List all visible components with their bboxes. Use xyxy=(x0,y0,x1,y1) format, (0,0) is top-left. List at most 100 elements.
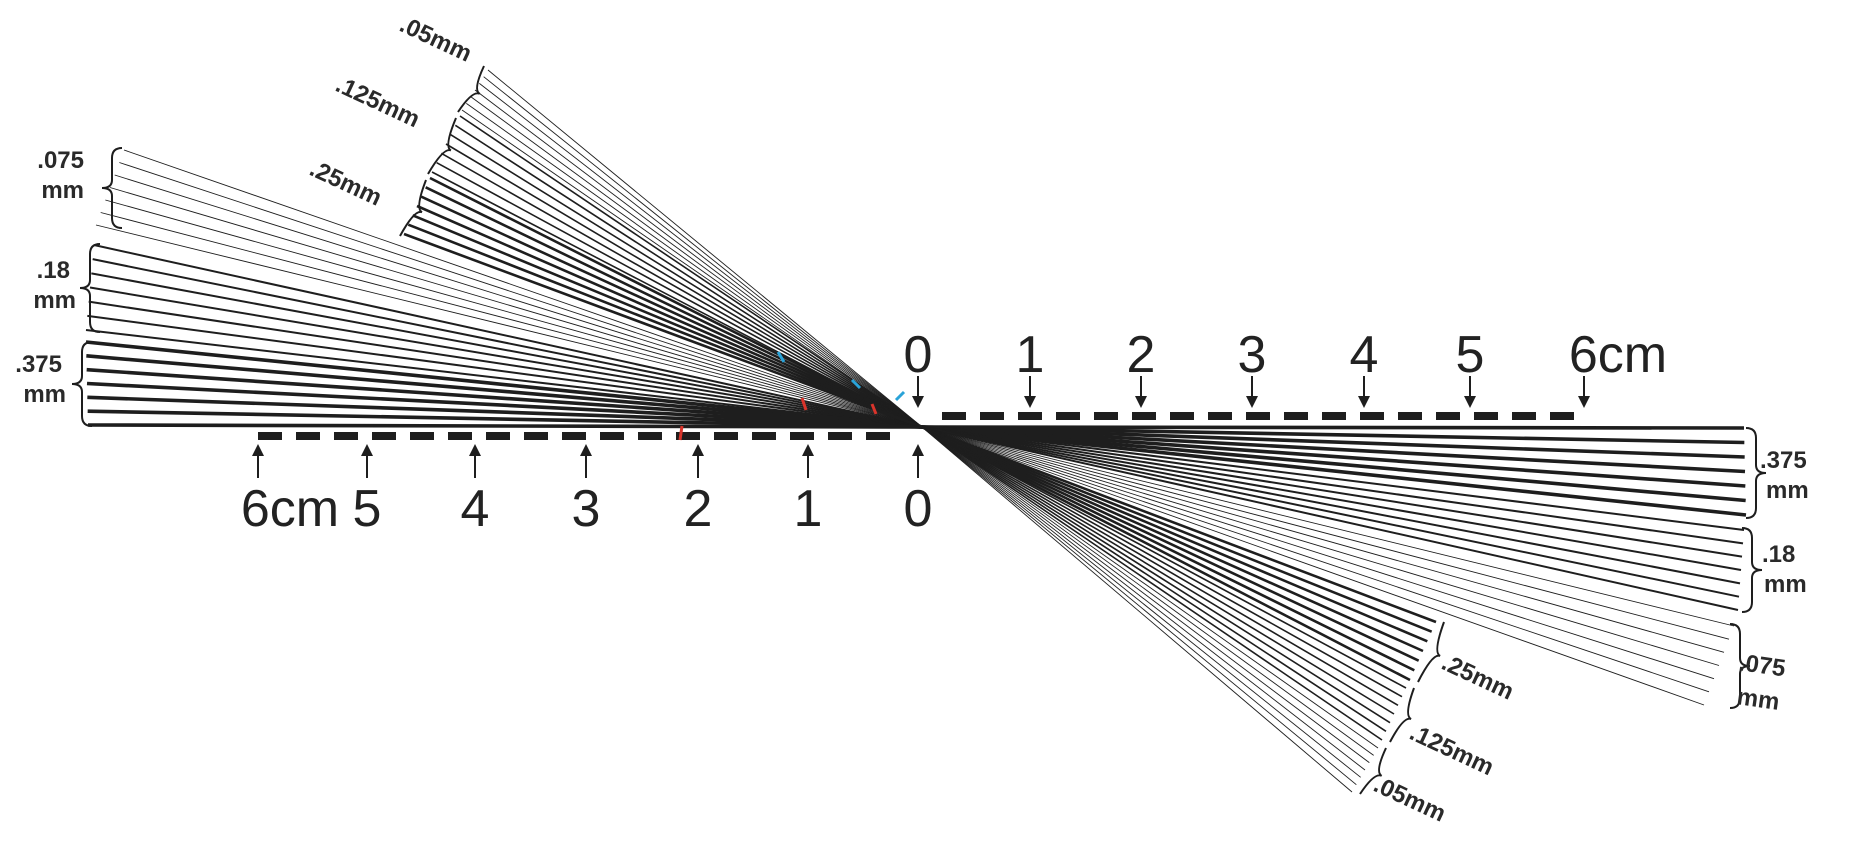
bottom-scale-label-3: 3 xyxy=(572,480,601,538)
left-horizontal-line-18 xyxy=(92,258,923,428)
right-horizontal-line-375 xyxy=(921,425,1746,503)
bottom-scale-label-0: 0 xyxy=(904,480,933,538)
top-scale-arrowhead-5 xyxy=(1464,396,1476,408)
right-group-label-075-value: .075 xyxy=(1737,649,1787,682)
left-fan-line-25mm xyxy=(416,204,923,429)
bottom-scale-arrowhead-2 xyxy=(692,444,704,456)
blue-marker-1 xyxy=(850,378,862,390)
left-fan-label-25mm: .25mm xyxy=(305,155,385,212)
right-horizontal-line-18 xyxy=(921,426,1743,558)
right-fan-line-125mm xyxy=(921,426,1387,733)
right-fan-label-25mm: .25mm xyxy=(1437,649,1517,706)
left-fan-line-05mm xyxy=(474,89,923,428)
distance-scales xyxy=(252,376,1590,478)
left-fan-line-05mm xyxy=(466,102,923,428)
left-horizontal-line-375 xyxy=(86,381,923,429)
left-fan-line-25mm xyxy=(420,195,923,429)
left-fan-brace-25mm xyxy=(399,179,427,237)
left-horizontal-line-375 xyxy=(87,409,923,429)
right-fan-line-125mm xyxy=(921,426,1407,689)
left-horizontal-line-375 xyxy=(85,340,923,429)
red-marker-0 xyxy=(678,425,684,441)
right-horizontal-line-075 xyxy=(921,426,1710,693)
right-horizontal-line-075 xyxy=(921,426,1715,680)
right-horizontal-line-375 xyxy=(921,425,1746,474)
top-scale-arrowhead-4 xyxy=(1358,396,1370,408)
left-fan-line-125mm xyxy=(440,152,923,428)
left-fan-line-25mm xyxy=(412,214,923,429)
left-fan-line-25mm xyxy=(403,232,923,429)
bottom-scale-arrowhead-4 xyxy=(469,444,481,456)
right-fan-label-125mm: .125mm xyxy=(1405,719,1497,781)
left-horizontal-line-18 xyxy=(85,329,923,428)
right-horizontal-line-375 xyxy=(921,425,1747,517)
bottom-scale-label-5: 5 xyxy=(353,480,382,538)
left-fan-line-05mm xyxy=(487,69,923,428)
right-horizontal-line-075 xyxy=(921,426,1725,653)
left-fan-line-125mm xyxy=(450,133,923,428)
right-horizontal-line-075 xyxy=(921,426,1730,640)
right-fan-line-25mm xyxy=(921,425,1428,643)
left-brace-375 xyxy=(71,341,93,427)
right-fan-line-25mm xyxy=(921,425,1411,682)
right-fan-line-125mm xyxy=(921,426,1383,741)
left-fan-label-125mm: .125mm xyxy=(331,71,423,133)
top-scale-label-2: 2 xyxy=(1127,326,1156,384)
right-horizontal-line-375 xyxy=(921,425,1745,459)
converging-lines xyxy=(85,69,1747,793)
left-fan-brace-125mm xyxy=(427,117,457,175)
bottom-scale-arrowhead-0 xyxy=(912,444,924,456)
left-fan-label-05mm: .05mm xyxy=(395,11,475,68)
left-horizontal-line-075 xyxy=(105,199,923,428)
right-fan-line-125mm xyxy=(921,426,1399,707)
left-fan-line-25mm xyxy=(425,186,923,429)
bottom-scale-arrowhead-6 xyxy=(252,444,264,456)
right-horizontal-line-075 xyxy=(921,426,1735,627)
right-group-label-375-value: .375 xyxy=(1760,447,1807,474)
left-fan-line-25mm xyxy=(407,223,923,429)
left-group-label-375-value: .375 xyxy=(15,351,62,378)
left-horizontal-line-375 xyxy=(86,367,923,429)
right-horizontal-line-18 xyxy=(921,426,1745,531)
left-horizontal-line-375 xyxy=(87,423,923,429)
left-horizontal-line-075 xyxy=(119,162,923,428)
right-horizontal-line-075 xyxy=(921,426,1720,666)
top-scale-label-0: 0 xyxy=(904,326,933,384)
right-horizontal-line-075 xyxy=(921,426,1705,706)
right-fan-line-05mm xyxy=(921,426,1357,786)
right-fan-line-05mm xyxy=(921,426,1374,756)
left-horizontal-line-18 xyxy=(93,244,923,428)
bottom-scale-label-4: 4 xyxy=(461,480,490,538)
left-group-label-375-unit: mm xyxy=(23,381,66,408)
right-fan-line-125mm xyxy=(921,426,1395,715)
left-fan-line-05mm xyxy=(461,109,923,428)
left-fan-line-05mm xyxy=(483,76,923,428)
right-horizontal-line-375 xyxy=(921,425,1745,445)
right-group-label-075-unit: mm xyxy=(1735,683,1781,716)
right-group-label-18-unit: mm xyxy=(1764,571,1807,598)
left-fan-line-05mm xyxy=(479,82,923,428)
left-fan-line-125mm xyxy=(445,143,923,428)
left-horizontal-line-075 xyxy=(95,224,923,428)
left-brace-18 xyxy=(79,243,101,333)
right-fan-line-05mm xyxy=(921,426,1379,749)
left-fan-line-25mm xyxy=(429,176,923,429)
top-scale-label-1: 1 xyxy=(1016,326,1045,384)
right-brace-18 xyxy=(1741,527,1763,613)
right-group-label-375-unit: mm xyxy=(1766,477,1809,504)
left-group-label-075-unit: mm xyxy=(41,177,84,204)
top-scale-label-4: 4 xyxy=(1350,326,1379,384)
right-fan-line-05mm xyxy=(921,426,1366,771)
right-horizontal-line-18 xyxy=(921,426,1740,598)
red-marker-2 xyxy=(870,403,878,415)
top-scale-arrowhead-0 xyxy=(912,396,924,408)
blue-marker-0 xyxy=(776,351,786,363)
left-horizontal-line-075 xyxy=(100,212,923,428)
right-fan-line-25mm xyxy=(921,425,1424,653)
left-horizontal-line-075 xyxy=(109,187,923,428)
bottom-scale-arrowhead-5 xyxy=(361,444,373,456)
blue-marker-2 xyxy=(894,390,906,402)
bottom-scale-arrowhead-1 xyxy=(802,444,814,456)
top-scale-arrowhead-2 xyxy=(1135,396,1147,408)
